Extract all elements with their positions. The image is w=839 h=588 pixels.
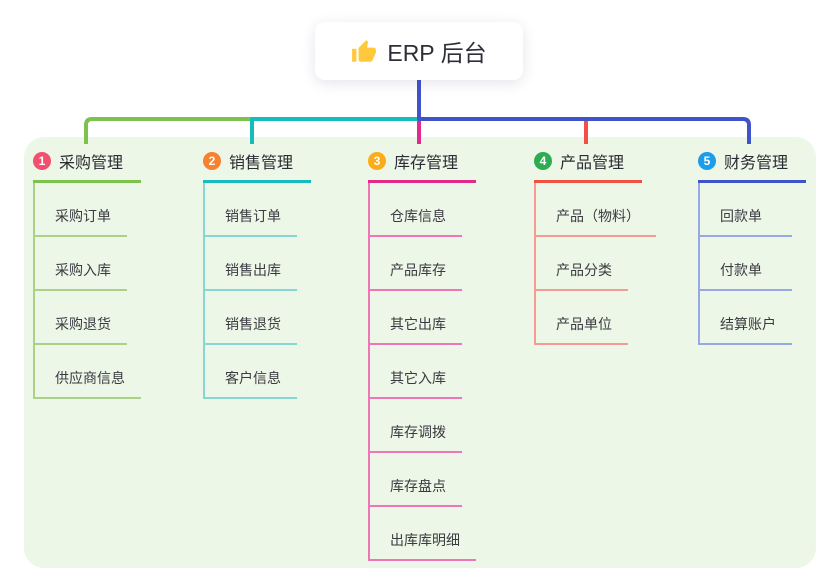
branch-title-purchase[interactable]: 1 采购管理	[33, 146, 142, 183]
connector-root-and-branch-5	[417, 80, 751, 144]
node-item[interactable]: 库存调拨	[370, 399, 462, 453]
branch-title-finance[interactable]: 5 财务管理	[698, 146, 807, 183]
node-item[interactable]: 回款单	[700, 183, 792, 237]
branch-badge-2: 2	[203, 152, 221, 170]
branch-finance: 5 财务管理 回款单 付款单 结算账户	[698, 146, 807, 345]
branch-items-finance: 回款单 付款单 结算账户	[698, 183, 792, 345]
branch-badge-1: 1	[33, 152, 51, 170]
branch-title-label: 财务管理	[724, 155, 789, 172]
node-item[interactable]: 其它出库	[370, 291, 462, 345]
node-item[interactable]: 出库库明细	[370, 507, 476, 561]
branch-items-product: 产品（物料） 产品分类 产品单位	[534, 183, 656, 345]
branch-items-purchase: 采购订单 采购入库 采购退货 供应商信息	[33, 183, 141, 399]
node-item[interactable]: 产品库存	[370, 237, 462, 291]
node-item[interactable]: 产品（物料）	[536, 183, 656, 237]
branch-badge-4: 4	[534, 152, 552, 170]
root-node[interactable]: ERP 后台	[315, 22, 523, 80]
branch-inventory: 3 库存管理 仓库信息 产品库存 其它出库 其它入库 库存调拨 库存盘点 出库库…	[368, 146, 477, 561]
thumbs-up-icon	[352, 40, 377, 62]
branch-title-label: 产品管理	[560, 155, 625, 172]
branch-title-product[interactable]: 4 产品管理	[534, 146, 643, 183]
branch-badge-3: 3	[368, 152, 386, 170]
node-item[interactable]: 采购订单	[35, 183, 127, 237]
node-item[interactable]: 销售出库	[205, 237, 297, 291]
node-item[interactable]: 其它入库	[370, 345, 462, 399]
branch-items-sales: 销售订单 销售出库 销售退货 客户信息	[203, 183, 297, 399]
node-item[interactable]: 仓库信息	[370, 183, 462, 237]
node-item[interactable]: 客户信息	[205, 345, 297, 399]
node-item[interactable]: 付款单	[700, 237, 792, 291]
branch-purchase: 1 采购管理 采购订单 采购入库 采购退货 供应商信息	[33, 146, 142, 399]
branch-title-inventory[interactable]: 3 库存管理	[368, 146, 477, 183]
mindmap-panel	[24, 137, 816, 568]
branch-sales: 2 销售管理 销售订单 销售出库 销售退货 客户信息	[203, 146, 312, 399]
node-item[interactable]: 产品单位	[536, 291, 628, 345]
branch-badge-5: 5	[698, 152, 716, 170]
node-item[interactable]: 供应商信息	[35, 345, 141, 399]
branch-items-inventory: 仓库信息 产品库存 其它出库 其它入库 库存调拨 库存盘点 出库库明细	[368, 183, 476, 561]
node-item[interactable]: 采购入库	[35, 237, 127, 291]
branch-product: 4 产品管理 产品（物料） 产品分类 产品单位	[534, 146, 656, 345]
node-item[interactable]: 产品分类	[536, 237, 628, 291]
node-item[interactable]: 销售订单	[205, 183, 297, 237]
branch-title-label: 库存管理	[394, 155, 459, 172]
root-label: ERP 后台	[387, 40, 487, 66]
node-item[interactable]: 结算账户	[700, 291, 792, 345]
branch-title-label: 采购管理	[59, 155, 124, 172]
node-item[interactable]: 销售退货	[205, 291, 297, 345]
branch-title-label: 销售管理	[229, 155, 294, 172]
branch-title-sales[interactable]: 2 销售管理	[203, 146, 312, 183]
node-item[interactable]: 采购退货	[35, 291, 127, 345]
node-item[interactable]: 库存盘点	[370, 453, 462, 507]
